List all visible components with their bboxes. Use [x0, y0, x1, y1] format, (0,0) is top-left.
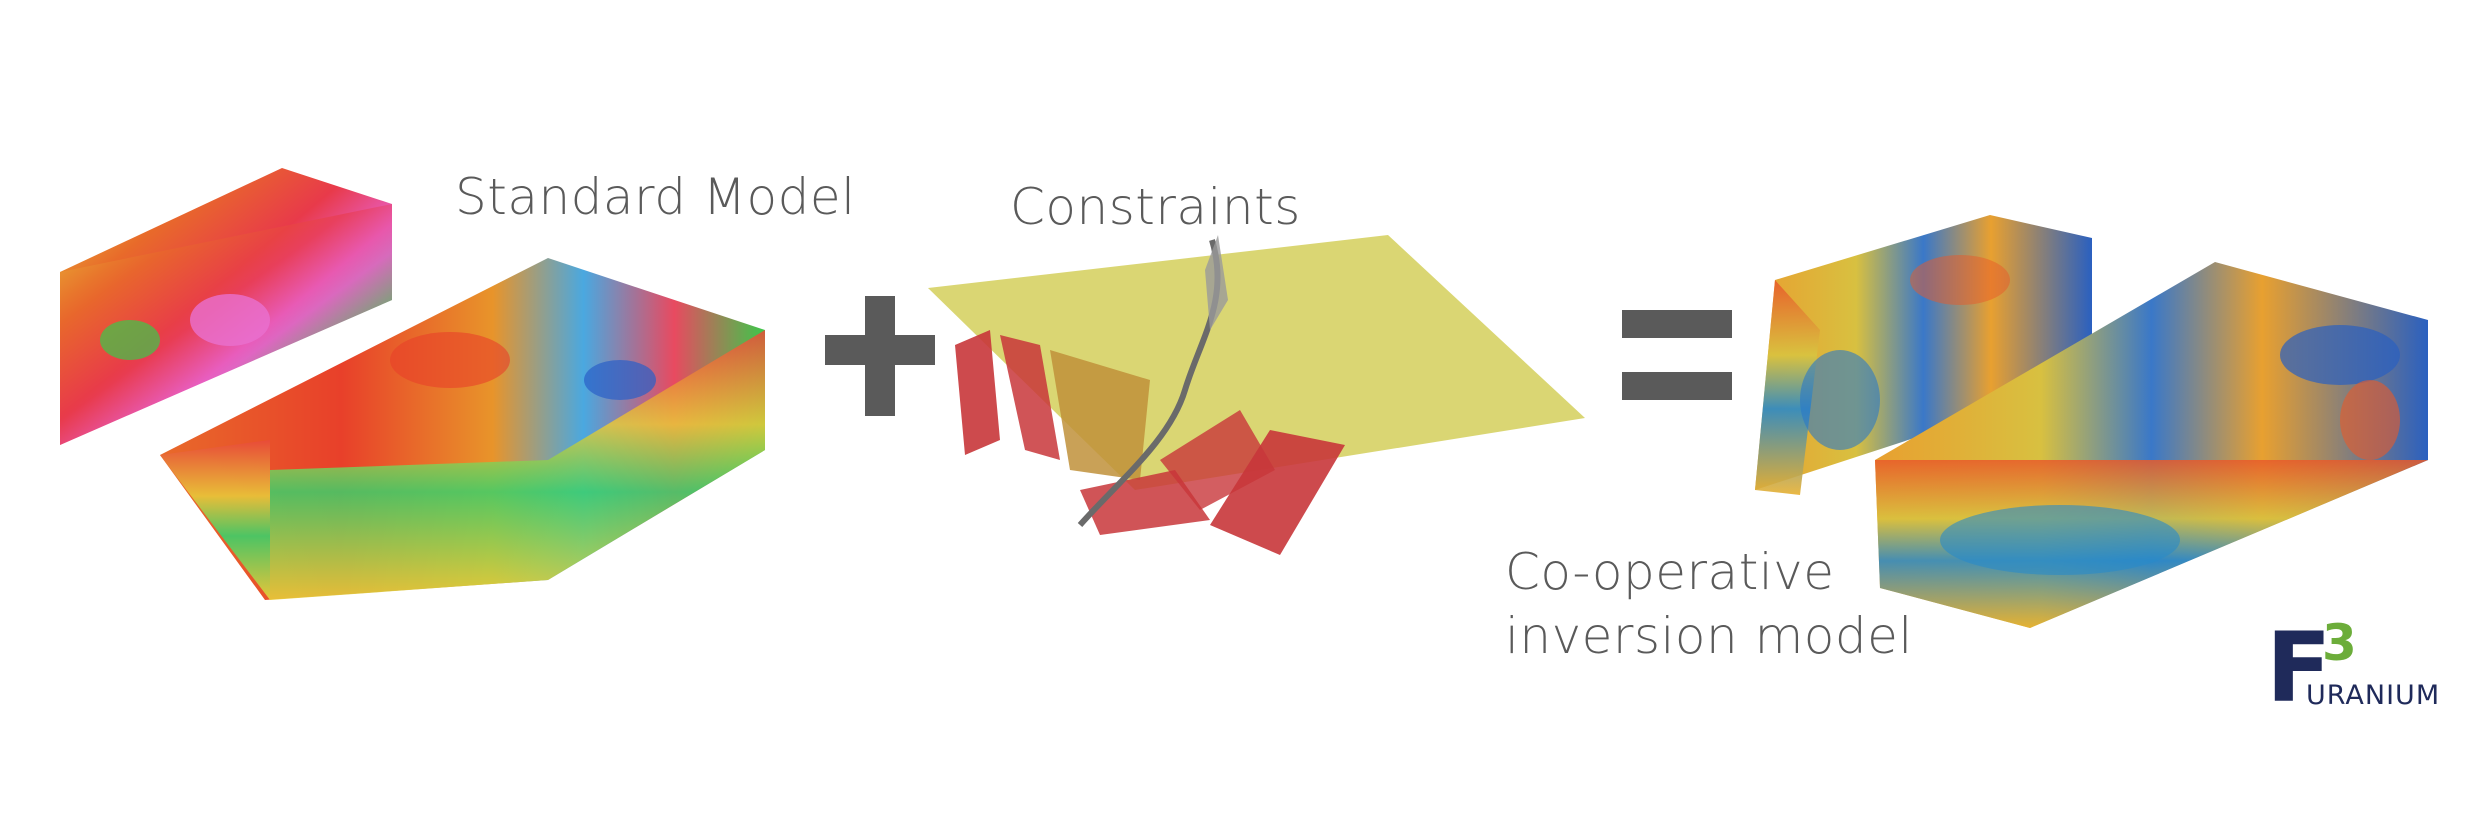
cooperative-inversion-label: Co-operative inversion model [1505, 540, 1925, 668]
logo-wordmark: URANIUM [2306, 680, 2441, 711]
cooperative-model-block-back [1755, 215, 2092, 495]
equals-operator [1622, 310, 1732, 400]
f3-uranium-logo: F 3 URANIUM [2266, 612, 2476, 724]
logo-number: 3 [2322, 614, 2357, 672]
standard-model-block-small [60, 168, 392, 445]
cooperative-label-line1: Co-operative [1505, 543, 1835, 601]
plus-operator [825, 296, 935, 416]
standard-model-block-large [160, 258, 765, 600]
cooperative-label-line2: inversion model [1505, 607, 1913, 665]
cooperative-model-block-front [1875, 262, 2428, 628]
constraints-label: Constraints [1010, 178, 1301, 236]
logo-letter: F [2266, 612, 2332, 724]
constraints-geometry [928, 235, 1585, 555]
standard-model-label: Standard Model [455, 168, 856, 226]
